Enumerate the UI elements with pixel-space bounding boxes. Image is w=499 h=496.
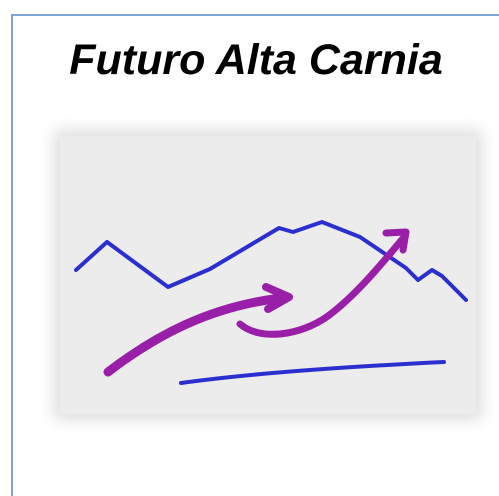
lower-arrow-head	[262, 283, 293, 313]
logo-background	[60, 136, 476, 414]
frame-top-border	[11, 14, 499, 16]
upper-arrow-head	[382, 228, 410, 254]
logo	[60, 136, 476, 414]
lower-arrow-shaft	[103, 293, 287, 377]
frame-left-border	[11, 14, 13, 496]
mountain-ridge-line	[74, 220, 468, 302]
ground-line	[179, 360, 446, 385]
page-title: Futuro Alta Carnia	[69, 36, 443, 84]
mountain-arrows-logo-icon	[74, 220, 468, 385]
upper-arrow-shaft	[236, 232, 409, 338]
